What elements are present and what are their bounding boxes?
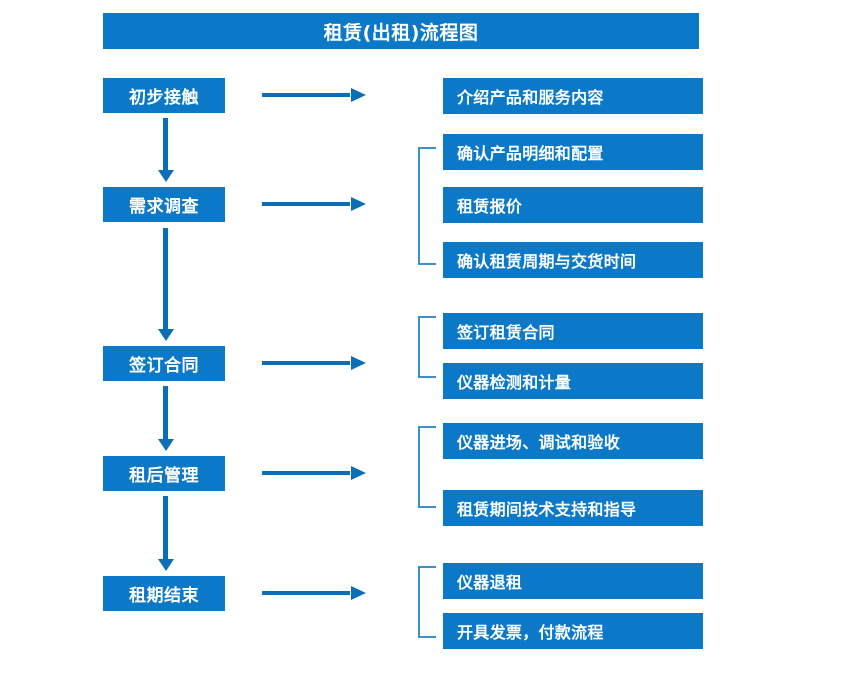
arrow-head-icon bbox=[351, 466, 366, 480]
detail-box-yiqi-tuizu[interactable]: 仪器退租 bbox=[443, 563, 703, 599]
arrow-shaft bbox=[262, 202, 350, 206]
horizontal-arrow-3 bbox=[262, 355, 366, 371]
arrow-shaft bbox=[262, 361, 350, 365]
detail-box-jieshao-chanpin-fuwu[interactable]: 介绍产品和服务内容 bbox=[443, 78, 703, 114]
horizontal-arrow-4 bbox=[262, 465, 366, 481]
detail-box-qianding-zulin-hetong[interactable]: 签订租赁合同 bbox=[443, 313, 703, 349]
arrow-shaft bbox=[262, 471, 350, 475]
stage-box-qianding-hetong[interactable]: 签订合同 bbox=[103, 346, 225, 381]
stage-box-xuqiu-diaocha[interactable]: 需求调查 bbox=[103, 187, 225, 222]
stage-box-zuqi-jieshu[interactable]: 租期结束 bbox=[103, 576, 225, 611]
arrow-shaft bbox=[163, 118, 168, 170]
detail-box-zulin-baojia[interactable]: 租赁报价 bbox=[443, 187, 703, 223]
detail-box-queren-zulin-zhouqi[interactable]: 确认租赁周期与交货时间 bbox=[443, 242, 703, 278]
arrow-head-icon bbox=[158, 439, 174, 451]
arrow-shaft bbox=[163, 496, 168, 559]
horizontal-arrow-5 bbox=[262, 585, 366, 601]
vertical-arrow-4 bbox=[158, 496, 174, 571]
arrow-shaft bbox=[163, 228, 168, 329]
diagram-title: 租赁(出租)流程图 bbox=[103, 13, 699, 49]
arrow-head-icon bbox=[351, 356, 366, 370]
arrow-head-icon bbox=[351, 586, 366, 600]
detail-box-zulin-qijian-jishu-zhichi[interactable]: 租赁期间技术支持和指导 bbox=[443, 490, 703, 526]
arrow-head-icon bbox=[158, 559, 174, 571]
detail-box-kaiju-fapiao-fukuan[interactable]: 开具发票，付款流程 bbox=[443, 613, 703, 649]
vertical-arrow-3 bbox=[158, 386, 174, 451]
stage-box-chubu-jiechu[interactable]: 初步接触 bbox=[103, 78, 225, 113]
group-bracket-qianding-hetong bbox=[418, 316, 436, 378]
horizontal-arrow-1 bbox=[262, 87, 366, 103]
detail-box-yiqi-jiance-jiliang[interactable]: 仪器检测和计量 bbox=[443, 363, 703, 399]
arrow-head-icon bbox=[158, 329, 174, 341]
arrow-shaft bbox=[262, 93, 350, 97]
stage-box-zuhou-guanli[interactable]: 租后管理 bbox=[103, 456, 225, 491]
arrow-shaft bbox=[163, 386, 168, 439]
vertical-arrow-1 bbox=[158, 118, 174, 182]
detail-box-queren-chanpin-mingxi[interactable]: 确认产品明细和配置 bbox=[443, 134, 703, 170]
arrow-head-icon bbox=[351, 88, 366, 102]
arrow-head-icon bbox=[158, 170, 174, 182]
group-bracket-zuhou-guanli bbox=[418, 426, 436, 508]
group-bracket-xuqiu-diaocha bbox=[418, 147, 436, 265]
group-bracket-zuqi-jieshu bbox=[418, 566, 436, 638]
detail-box-yiqi-jinchang-tiaoshi[interactable]: 仪器进场、调试和验收 bbox=[443, 423, 703, 459]
vertical-arrow-2 bbox=[158, 228, 174, 341]
arrow-head-icon bbox=[351, 197, 366, 211]
arrow-shaft bbox=[262, 591, 350, 595]
horizontal-arrow-2 bbox=[262, 196, 366, 212]
